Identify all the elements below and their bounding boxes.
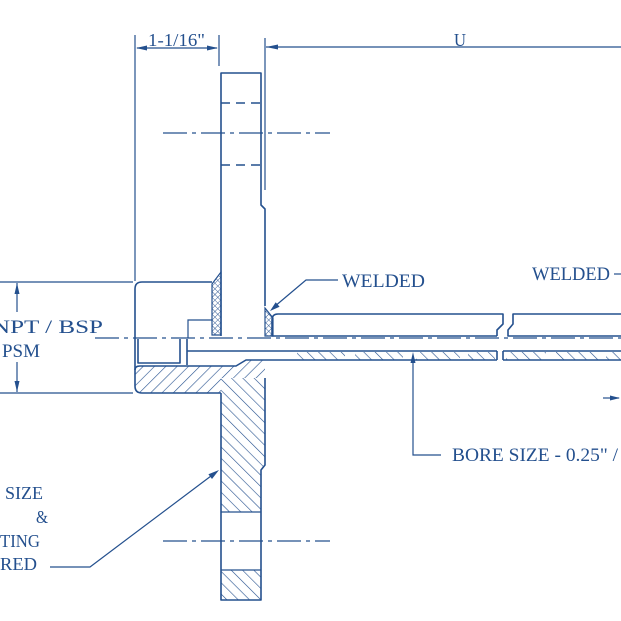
length-u-arrow: [266, 44, 278, 50]
pipe-wall-hatch: [556, 352, 598, 360]
thread-type-label: NPT / BSP: [0, 317, 103, 338]
bore-size-leader-arrow: [410, 352, 416, 363]
thread-arrow-down: [14, 381, 20, 392]
pipe-wall-hatch: [468, 352, 495, 360]
bolt-hole-note-line-3: TING: [0, 531, 40, 551]
pipe-wall-hatch: [355, 352, 403, 360]
thread-end-line: [187, 319, 212, 338]
welded-callout-label: WELDED: [342, 271, 425, 292]
pipe-wall-hatch: [606, 352, 621, 360]
pipe-upper-wall-right: [507, 313, 621, 337]
hub-section-top-edge: [134, 359, 265, 371]
hub-fillet-weld: [211, 270, 222, 336]
thread-arrow-up: [14, 283, 20, 294]
pipe-upper-wall-left: [271, 313, 504, 337]
bore-size-leader-line: [412, 362, 441, 456]
plate-section-hatch-lower: [221, 570, 261, 600]
bolt-hole-note-leader-arrow: [208, 470, 219, 479]
thickness-arrow-left: [136, 45, 147, 51]
thread-relief-groove: [137, 339, 181, 364]
bolt-hole-note-line-4: RED: [0, 554, 37, 574]
pipe-wall-hatch: [416, 352, 460, 360]
right-edge-dimension-arrow: [610, 395, 620, 401]
pipe-wall-hatch: [506, 352, 546, 360]
bolt-hole-note-leader-line: [50, 475, 212, 568]
bolt-hole-note-line-1: SIZE: [5, 483, 43, 503]
pipe-wall-hatch: [297, 352, 345, 360]
thread-type-label-second-line: PSM: [2, 341, 40, 362]
flange-plate-upper-outline: [220, 72, 266, 336]
bore-size-label: BORE SIZE - 0.25" /: [452, 445, 619, 466]
hub-section-hatch: [135, 360, 265, 393]
plate-section-hatch-upper: [221, 378, 265, 512]
thickness-dimension-label: 1-1/16": [148, 30, 205, 50]
welded-leader-line: [273, 279, 338, 308]
length-u-label: U: [454, 30, 466, 50]
thickness-arrow-right: [207, 45, 218, 51]
bolt-hole-note-line-2: &: [36, 507, 48, 527]
welded-callout-label-right: WELDED: [532, 264, 610, 285]
welded-leader-arrow: [270, 302, 280, 311]
